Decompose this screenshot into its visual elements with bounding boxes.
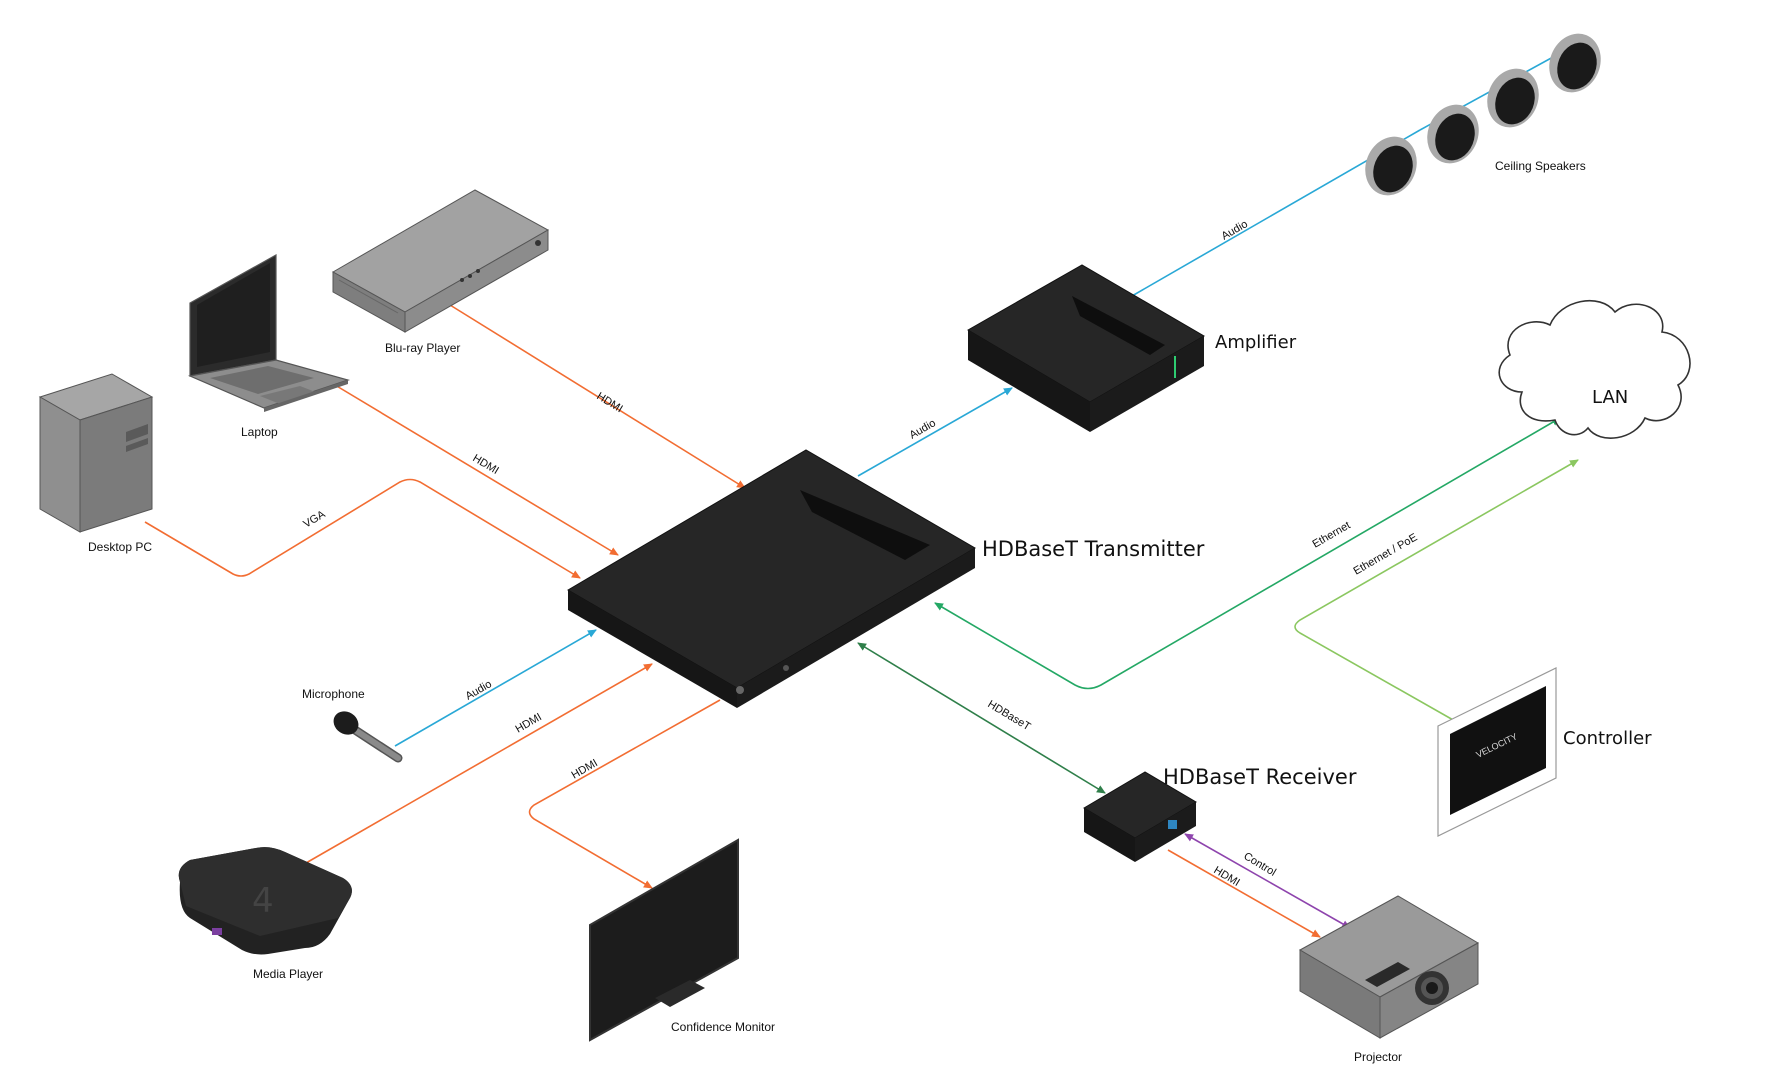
speaker-4	[1549, 33, 1601, 93]
label-hdbaset: HDBaseT	[985, 698, 1032, 733]
desktop-pc: Desktop PC	[38, 373, 154, 554]
label-media-hdmi: HDMI	[514, 711, 544, 735]
desktop-pc-label: Desktop PC	[88, 540, 152, 554]
confidence-monitor-label: Confidence Monitor	[671, 1020, 775, 1034]
ceiling-speakers-label: Ceiling Speakers	[1495, 159, 1586, 173]
wire-mic-audio	[394, 629, 597, 747]
microphone-label: Microphone	[302, 687, 365, 701]
wire-media-hdmi	[305, 663, 653, 864]
label-ethernet: Ethernet	[1311, 519, 1353, 550]
wire-bluray-hdmi	[449, 304, 746, 489]
label-projector-hdmi: HDMI	[1211, 864, 1241, 889]
speaker-3	[1487, 68, 1539, 128]
wire-hdbaset	[857, 642, 1106, 794]
ceiling-speakers: Ceiling Speakers	[1365, 33, 1601, 196]
label-monitor-hdmi: HDMI	[570, 757, 600, 781]
lan-cloud: LAN	[1498, 299, 1691, 439]
transmitter-label: HDBaseT Transmitter	[982, 537, 1205, 561]
wire-pc-vga	[144, 478, 581, 579]
controller-label: Controller	[1563, 728, 1652, 749]
wire-amp-audio	[857, 387, 1013, 477]
wire-control	[1184, 833, 1351, 929]
lan-label: LAN	[1592, 387, 1628, 408]
wire-ethernet-poe	[1294, 459, 1579, 726]
label-speakers-audio: Audio	[1220, 218, 1250, 242]
laptop-label: Laptop	[241, 425, 278, 439]
label-laptop-hdmi: HDMI	[470, 452, 500, 477]
speaker-2	[1427, 104, 1479, 164]
wire-laptop-hdmi	[329, 381, 619, 556]
microphone: Microphone	[302, 687, 403, 763]
label-control: Control	[1241, 850, 1278, 879]
wires	[144, 44, 1579, 938]
projector: Projector	[1298, 895, 1480, 1064]
wire-projector-hdmi	[1167, 849, 1321, 938]
label-pc-vga: VGA	[301, 508, 328, 531]
label-bluray-hdmi: HDMI	[594, 390, 624, 415]
amplifier-label: Amplifier	[1215, 332, 1297, 353]
controller: VELOCITY Controller	[1437, 667, 1652, 837]
projector-label: Projector	[1354, 1050, 1402, 1064]
media-player-glyph: 4	[252, 881, 274, 921]
label-mic-audio: Audio	[464, 678, 494, 702]
bluray-player: Blu-ray Player	[331, 189, 550, 355]
bluray-label: Blu-ray Player	[385, 341, 460, 355]
media-player-label: Media Player	[253, 967, 323, 981]
media-player: 4 Media Player	[178, 847, 352, 981]
laptop: Laptop	[187, 253, 351, 439]
hdbaset-receiver: HDBaseT Receiver	[1083, 765, 1357, 862]
speaker-1	[1365, 136, 1417, 196]
hdbaset-transmitter: HDBaseT Transmitter	[567, 449, 1205, 708]
amplifier: Amplifier	[967, 264, 1297, 432]
label-amp-audio: Audio	[908, 417, 938, 441]
receiver-label: HDBaseT Receiver	[1163, 765, 1357, 789]
wire-monitor-hdmi	[528, 699, 721, 889]
confidence-monitor: Confidence Monitor	[589, 838, 775, 1042]
